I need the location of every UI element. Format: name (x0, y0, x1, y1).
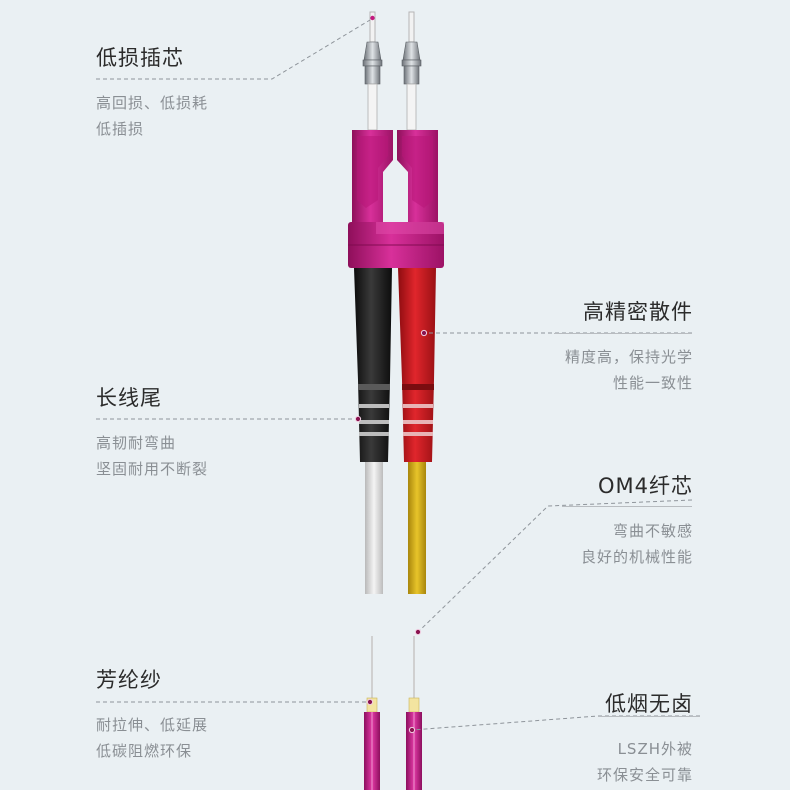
callout-lszh-jacket: 低烟无卤 LSZH外被 环保安全可靠 (597, 688, 693, 788)
callout-desc: LSZH外被 (617, 740, 693, 758)
boot-red (398, 268, 436, 462)
callout-desc: 低插损 (96, 120, 145, 138)
cable-yellow (408, 462, 426, 594)
leader-dots (354, 329, 428, 734)
callout-aramid-yarn: 芳纶纱 耐拉伸、低延展 低碳阻燃环保 (96, 664, 208, 764)
callout-desc: 精度高，保持光学 (564, 348, 693, 366)
callout-precision-parts: 高精密散件 精度高，保持光学 性能一致性 (565, 296, 693, 396)
callout-desc: 高回损、低损耗 (96, 94, 209, 112)
callout-desc: 坚固耐用不断裂 (96, 460, 209, 478)
leader-low-loss-ferrule (96, 19, 371, 80)
callout-title: 低烟无卤 (605, 692, 693, 716)
fiber-cross-section-left (364, 636, 380, 790)
cable-white (365, 462, 383, 594)
boot-black (354, 268, 392, 462)
lc-connector-housing-right (397, 130, 438, 235)
callout-title: OM4纤芯 (597, 474, 693, 498)
callout-om4-core: OM4纤芯 弯曲不敏感 良好的机械性能 (581, 470, 693, 570)
callout-title: 长线尾 (96, 386, 162, 410)
ferrule-left (362, 11, 383, 131)
divider (598, 716, 700, 717)
callout-desc: 环保安全可靠 (596, 766, 693, 784)
callout-title: 芳纶纱 (96, 668, 162, 692)
callout-desc: 性能一致性 (612, 374, 693, 392)
ferrule-right (401, 11, 422, 131)
callout-desc: 低碳阻燃环保 (96, 742, 193, 760)
callout-desc: 弯曲不敏感 (612, 522, 693, 540)
callout-desc: 高韧耐弯曲 (96, 434, 177, 452)
callout-title: 高精密散件 (583, 300, 693, 324)
callout-desc: 良好的机械性能 (580, 548, 693, 566)
callout-desc: 耐拉伸、低延展 (96, 716, 209, 734)
duplex-clip (348, 222, 444, 268)
divider (554, 333, 692, 334)
callout-low-loss-ferrule: 低损插芯 高回损、低损耗 低插损 (96, 42, 208, 142)
divider (562, 506, 692, 507)
callout-title: 低损插芯 (96, 46, 184, 70)
lc-connector-housing-left (352, 130, 393, 235)
callout-long-tail: 长线尾 高韧耐弯曲 坚固耐用不断裂 (96, 382, 208, 482)
fiber-cross-section-right (406, 636, 422, 790)
